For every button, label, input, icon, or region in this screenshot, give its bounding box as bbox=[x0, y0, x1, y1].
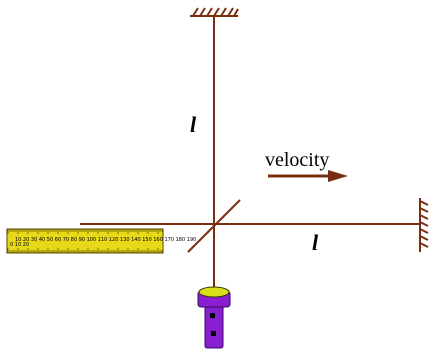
beam-splitter-icon bbox=[187, 199, 241, 253]
ruler-corner-text: 0 10 20 bbox=[10, 242, 29, 248]
detector-icon bbox=[197, 286, 231, 349]
ruler-scale-text: 10 20 30 40 50 60 70 80 90 100 110 120 1… bbox=[15, 237, 196, 243]
horizontal-length-label: l bbox=[312, 230, 319, 255]
velocity-arrow-icon bbox=[268, 170, 348, 182]
velocity-label: velocity bbox=[265, 149, 329, 171]
vertical-length-label: l bbox=[190, 112, 197, 137]
top-mirror-icon bbox=[190, 7, 239, 17]
ruler-icon: 10 20 30 40 50 60 70 80 90 100 110 120 1… bbox=[6, 228, 196, 254]
right-mirror-icon bbox=[419, 198, 429, 252]
